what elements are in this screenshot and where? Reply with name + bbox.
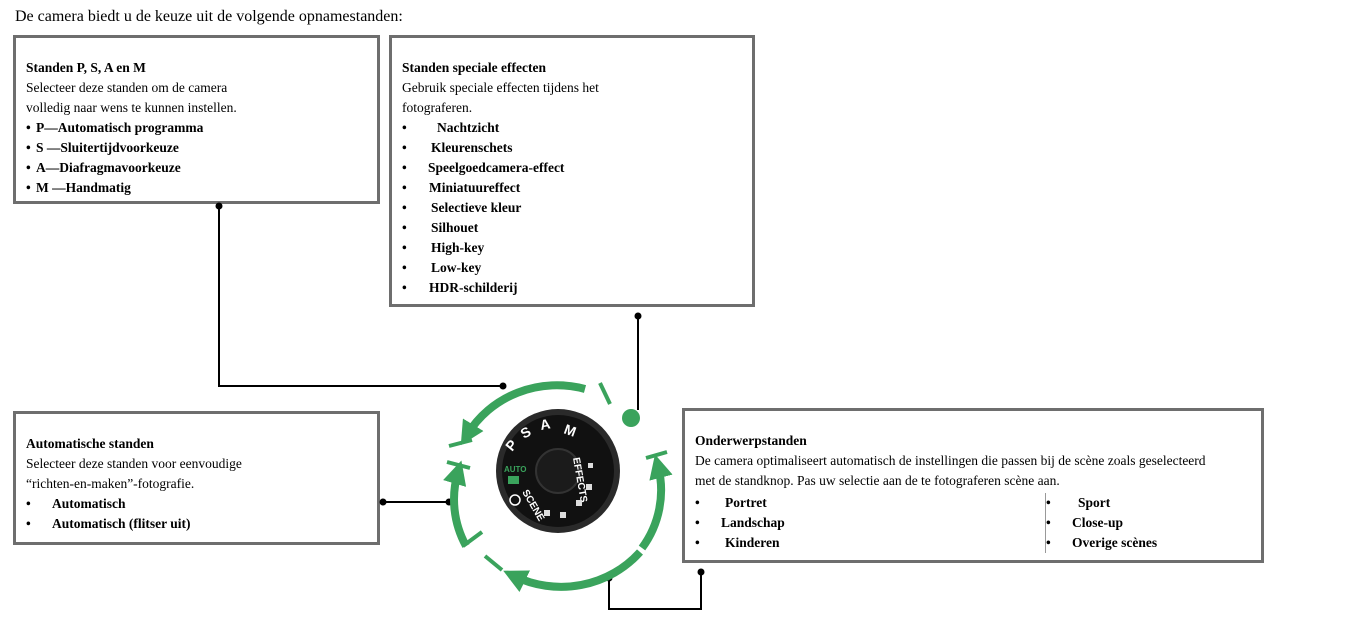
effects-desc-2: fotograferen. — [402, 100, 473, 115]
ring-arc-right — [638, 454, 673, 551]
list-item: •Automatisch (flitser uit) — [26, 516, 191, 531]
list-item: •Landschap — [695, 515, 785, 530]
list-item: •M —Handmatig — [26, 180, 131, 195]
dial-label-a: A — [539, 415, 552, 433]
dial-label-auto: AUTO — [504, 465, 527, 474]
scene-desc-1: De camera optimaliseert automatisch de i… — [695, 453, 1206, 468]
psam-desc-1: Selecteer deze standen om de camera — [26, 80, 228, 95]
effects-modes-box: Standen speciale effecten Gebruik specia… — [389, 35, 755, 307]
list-item: •Automatisch — [26, 496, 126, 511]
scene-title: Onderwerpstanden — [695, 433, 807, 448]
auto-list: •Automatisch •Automatisch (flitser uit) — [26, 494, 367, 534]
mode-dial-icon: M A S P EFFECTS SCENE AUTO — [496, 409, 620, 533]
list-item: •HDR-schilderij — [402, 280, 518, 295]
auto-desc-2: “richten-en-maken”-fotografie. — [26, 476, 195, 491]
auto-modes-box: Automatische standen Selecteer deze stan… — [13, 411, 380, 545]
list-item: •S —Sluitertijdvoorkeuze — [26, 140, 179, 155]
connector-lines — [218, 206, 702, 610]
scene-icons — [544, 463, 593, 518]
psam-connector — [218, 206, 503, 387]
intro-text: De camera biedt u de keuze uit de volgen… — [15, 8, 403, 25]
list-item: •Kleurenschets — [402, 140, 513, 155]
ring-ticks — [446, 382, 668, 572]
scene-connector — [608, 572, 702, 610]
list-item: •Silhouet — [402, 220, 479, 235]
scene-list-left: •Portret •Landschap •Kinderen — [695, 493, 1045, 553]
psam-title: Standen P, S, A en M — [26, 60, 146, 75]
auto-title: Automatische standen — [26, 436, 154, 451]
list-item: •Kinderen — [695, 535, 780, 550]
mode-ring — [443, 381, 673, 593]
list-item: •Selectieve kleur — [402, 200, 522, 215]
effects-list: •Nachtzicht •Kleurenschets •Speelgoedcam… — [402, 118, 742, 298]
psam-desc-2: volledig naar wens te kunnen instellen. — [26, 100, 237, 115]
list-item: •Overige scènes — [1046, 535, 1158, 550]
list-item: •Miniatuureffect — [402, 180, 521, 195]
list-item: •A—Diafragmavoorkeuze — [26, 160, 181, 175]
list-item: •Nachtzicht — [402, 120, 500, 135]
effects-dot — [622, 409, 640, 427]
camera-icon — [508, 476, 519, 484]
flash-off-icon — [509, 494, 521, 506]
ring-arc-top — [460, 381, 587, 446]
list-item: •Close-up — [1046, 515, 1124, 530]
list-item: •P—Automatisch programma — [26, 120, 204, 135]
effects-title: Standen speciale effecten — [402, 60, 546, 75]
ring-arc-bottom — [503, 549, 643, 593]
ring-arc-left — [443, 460, 470, 548]
scene-modes-box: Onderwerpstanden De camera optimaliseert… — [682, 408, 1264, 563]
scene-desc-2: met de standknop. Pas uw selectie aan de… — [695, 473, 1060, 488]
list-item: •High-key — [402, 240, 485, 255]
psam-modes-box: Standen P, S, A en M Selecteer deze stan… — [13, 35, 380, 204]
list-item: •Low-key — [402, 260, 482, 275]
auto-desc-1: Selecteer deze standen voor eenvoudige — [26, 456, 242, 471]
list-item: •Portret — [695, 495, 767, 510]
scene-columns: •Portret •Landschap •Kinderen •Sport •Cl… — [695, 493, 1251, 553]
dial-label-m: M — [562, 421, 578, 440]
psam-list: •P—Automatisch programma •S —Sluitertijd… — [26, 118, 367, 198]
list-item: •Speelgoedcamera-effect — [402, 160, 565, 175]
scene-list-right: •Sport •Close-up •Overige scènes — [1045, 493, 1246, 553]
effects-desc-1: Gebruik speciale effecten tijdens het — [402, 80, 599, 95]
list-item: •Sport — [1046, 495, 1111, 510]
